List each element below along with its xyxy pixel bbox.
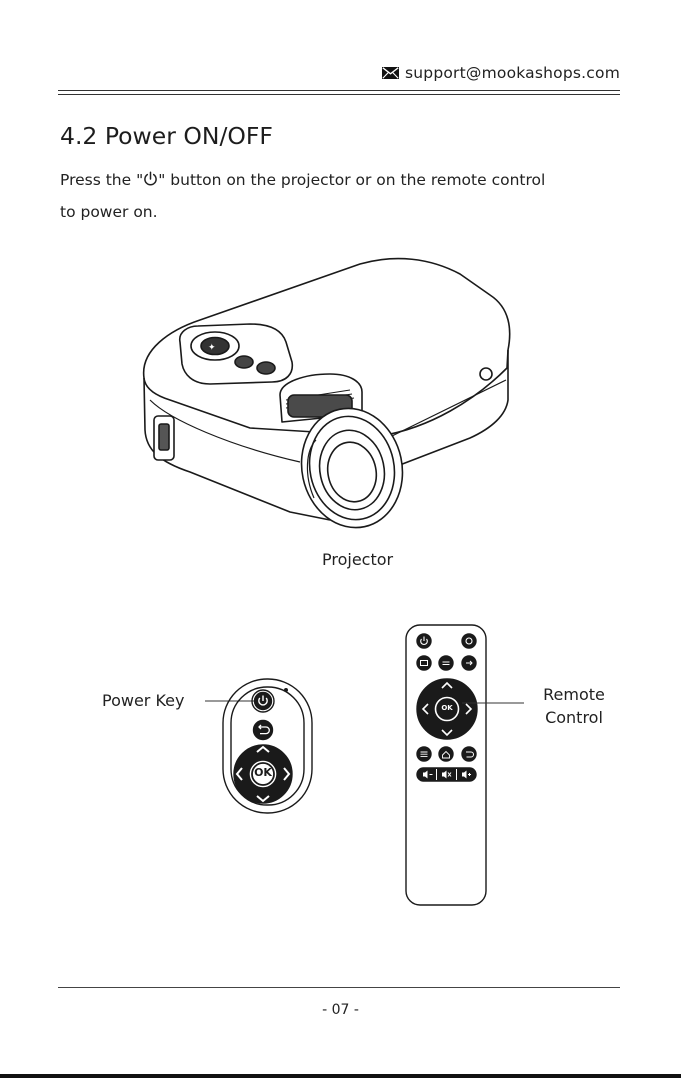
- power-key-label: Power Key: [102, 691, 184, 710]
- remote-label-line2: Control: [545, 708, 603, 727]
- header-contact: support@mookashops.com: [382, 64, 620, 82]
- support-email[interactable]: support@mookashops.com: [405, 64, 620, 82]
- power-icon: [143, 167, 158, 197]
- remote-leader-line: [460, 695, 530, 715]
- ok-label-remote: OK: [437, 704, 457, 712]
- svg-text:✦: ✦: [208, 343, 216, 353]
- remote-label-line1: Remote: [543, 685, 605, 704]
- bottom-edge-bar: [0, 1074, 681, 1078]
- footer-divider: [58, 987, 620, 988]
- instruction-text: Press the " " button on the projector or …: [60, 165, 620, 227]
- header-divider: [58, 90, 620, 95]
- remote-control-label: Remote Control: [532, 683, 616, 729]
- projector-label: Projector: [322, 550, 393, 569]
- instruction-text-start: Press the ": [60, 171, 143, 189]
- section-title: 4.2 Power ON/OFF: [60, 122, 273, 150]
- remote-control-illustration: [404, 623, 490, 908]
- instruction-text-end: " button on the projector or on the remo…: [158, 171, 545, 189]
- control-panel-closeup: [220, 676, 315, 816]
- envelope-icon: [382, 67, 399, 79]
- projector-illustration: ✦: [130, 250, 515, 535]
- ok-label-panel: OK: [253, 766, 273, 779]
- instruction-text-line2: to power on.: [60, 203, 158, 221]
- page-number: - 07 -: [0, 1002, 681, 1018]
